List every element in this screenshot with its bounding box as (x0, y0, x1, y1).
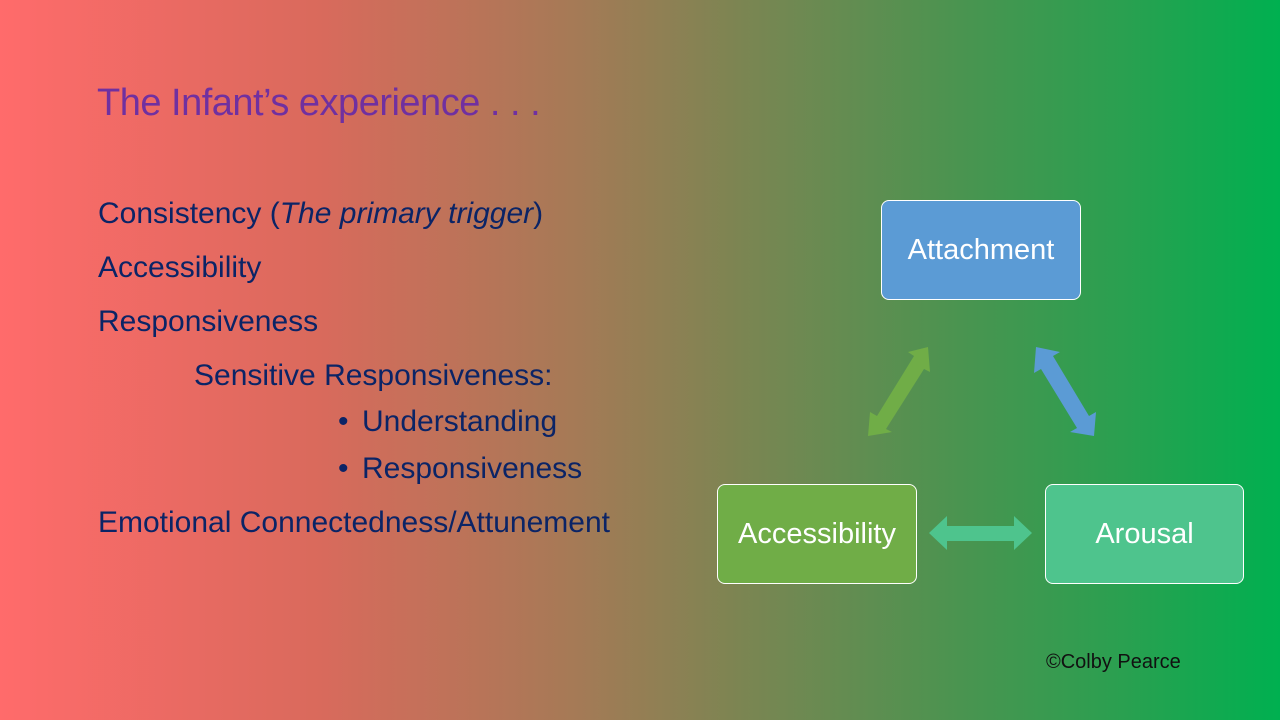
item-sensitive-responsiveness: Sensitive Responsiveness: (194, 359, 553, 392)
copyright-notice: ©Colby Pearce (1046, 651, 1181, 673)
arrow-accessibility-attachment (868, 347, 930, 436)
bullet-icon: • (338, 452, 349, 485)
subitem-understanding: • Understanding (338, 405, 557, 439)
item-consistency: Consistency (The primary trigger) (98, 197, 543, 231)
responsiveness-sub-label: Responsiveness (362, 452, 583, 485)
slide-title: The Infant’s experience . . . (97, 82, 541, 124)
node-accessibility: Accessibility (717, 484, 917, 584)
understanding-label: Understanding (362, 405, 558, 438)
node-attachment: Attachment (881, 200, 1081, 300)
consistency-close: ) (533, 197, 544, 230)
subitem-responsiveness: • Responsiveness (338, 452, 582, 486)
item-emotional-connectedness: Emotional Connectedness/Attunement (98, 506, 610, 539)
arrow-attachment-arousal (1034, 347, 1096, 436)
consistency-label: Consistency ( (98, 197, 280, 230)
item-responsiveness: Responsiveness (98, 305, 319, 338)
node-arousal: Arousal (1045, 484, 1244, 584)
arrow-accessibility-arousal (929, 516, 1032, 550)
item-accessibility: Accessibility (98, 251, 262, 284)
primary-trigger-note: The primary trigger (279, 197, 534, 230)
bullet-icon: • (338, 405, 349, 438)
